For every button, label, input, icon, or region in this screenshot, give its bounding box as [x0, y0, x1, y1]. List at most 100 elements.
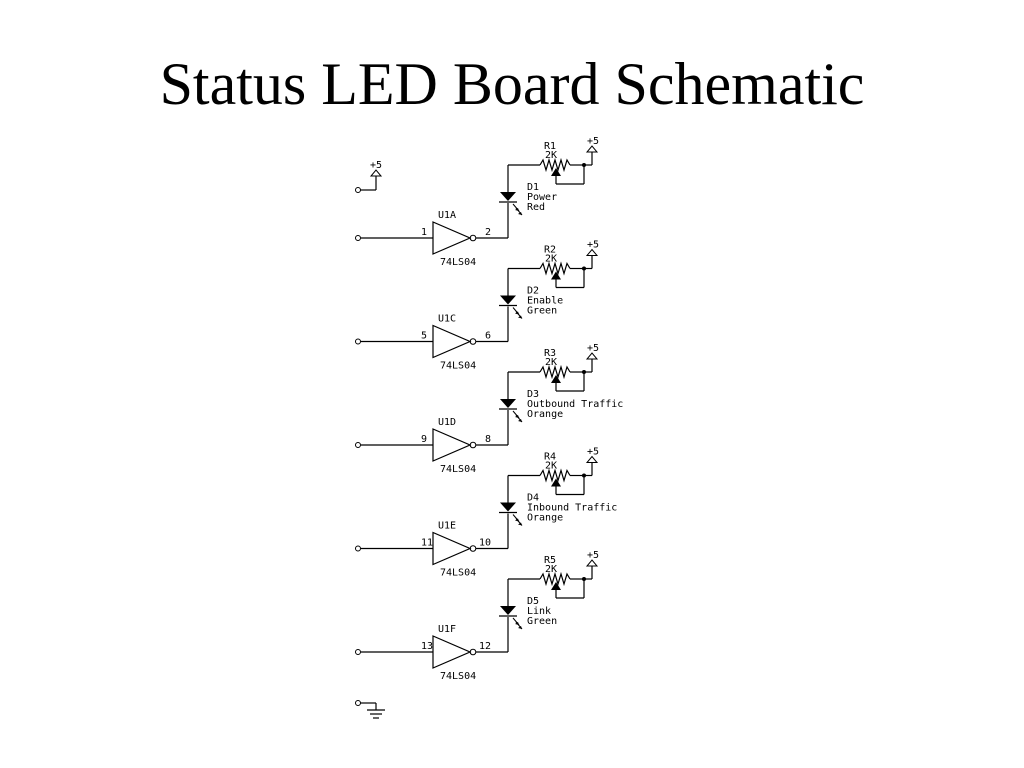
resistor-icon [539, 468, 571, 483]
resistor-value: 2K [545, 461, 557, 472]
resistor-icon [539, 157, 571, 173]
led-description: Link [527, 606, 551, 617]
gate-label: U1E [438, 521, 456, 532]
inverter-icon [432, 324, 472, 359]
emission-arrowhead [518, 522, 522, 526]
input-terminal [355, 649, 361, 655]
led-label: D5 [527, 596, 539, 607]
resistor-icon [539, 261, 571, 276]
resistor-value: 2K [545, 150, 557, 161]
emission-arrowhead [518, 626, 522, 629]
inverter-bubble [469, 441, 477, 449]
supply-terminal-label: +5 [370, 160, 382, 171]
led-description: Inbound Traffic [527, 503, 617, 514]
inverter-bubble [469, 338, 477, 345]
wiper-arrow [551, 168, 561, 176]
led-icon [500, 502, 516, 512]
emission-arrowhead [518, 315, 522, 319]
resistor-value: 2K [545, 357, 557, 368]
part-label: 74LS04 [440, 464, 476, 475]
part-label: 74LS04 [440, 257, 476, 268]
resistor-label: R3 [544, 348, 556, 359]
led-color: Red [527, 202, 545, 213]
resistor-label: R1 [544, 141, 556, 152]
supply-label: +5 [587, 550, 599, 561]
led-label: D2 [527, 286, 539, 297]
led-icon [500, 295, 516, 305]
led-description: Power [527, 192, 557, 203]
emission-arrowhead [515, 311, 519, 315]
resistor-label: R4 [544, 452, 556, 463]
resistor-label: R2 [544, 245, 556, 256]
inverter-icon [432, 221, 472, 255]
pin-out-label: 2 [485, 227, 491, 238]
inverter-bubble [469, 545, 477, 552]
part-label: 74LS04 [440, 568, 476, 579]
pin-in-label: 11 [421, 538, 433, 549]
resistor-value: 2K [545, 564, 557, 575]
gate-label: U1D [438, 417, 456, 428]
input-terminal [355, 338, 361, 345]
pin-out-label: 6 [485, 331, 491, 342]
emission-arrowhead [515, 518, 519, 522]
supply-label: +5 [587, 136, 599, 147]
emission-arrowhead [515, 208, 519, 211]
inverter-icon [432, 531, 472, 566]
input-terminal [355, 545, 361, 552]
input-terminal [355, 235, 361, 241]
inverter-icon [432, 635, 472, 669]
emission-arrowhead [518, 212, 522, 215]
ground-terminal [355, 700, 385, 719]
wiper-arrow [551, 271, 561, 280]
pin-out-label: 12 [479, 641, 491, 652]
wiper-arrow [551, 375, 561, 383]
supply-icon [585, 248, 599, 256]
led-color: Green [527, 616, 557, 627]
emission-arrowhead [515, 415, 519, 418]
inverter-icon [432, 428, 472, 462]
pin-in-label: 5 [421, 331, 427, 342]
led-color: Orange [527, 409, 563, 420]
supply-icon [585, 455, 599, 463]
supply-icon [585, 559, 599, 567]
inverter-bubble [469, 648, 477, 656]
pin-out-label: 10 [479, 538, 491, 549]
emission-arrowhead [518, 419, 522, 422]
led-label: D4 [527, 493, 539, 504]
gate-label: U1A [438, 210, 456, 221]
resistor-label: R5 [544, 555, 556, 566]
led-color: Orange [527, 513, 563, 524]
wiper-arrow [551, 582, 561, 590]
resistor-icon [539, 571, 571, 587]
led-icon [500, 192, 516, 201]
supply-label: +5 [587, 343, 599, 354]
supply-icon [585, 352, 599, 360]
supply-icon [585, 145, 599, 153]
pin-in-label: 1 [421, 227, 427, 238]
slide-title: Status LED Board Schematic [159, 51, 865, 117]
part-label: 74LS04 [440, 361, 476, 372]
emission-arrowhead [515, 622, 519, 625]
inverter-bubble [469, 234, 477, 242]
led-icon [500, 606, 516, 615]
led-icon [500, 399, 516, 408]
supply-label: +5 [587, 240, 599, 251]
gate-label: U1F [438, 624, 456, 635]
led-description: Outbound Traffic [527, 399, 623, 410]
part-label: 74LS04 [440, 671, 476, 682]
gate-label: U1C [438, 314, 456, 325]
resistor-value: 2K [545, 254, 557, 265]
input-terminal [355, 442, 361, 448]
pin-out-label: 8 [485, 434, 491, 445]
resistor-icon [539, 364, 571, 380]
supply-label: +5 [587, 447, 599, 458]
pin-in-label: 13 [421, 641, 433, 652]
led-label: D1 [527, 182, 539, 193]
wiper-arrow [551, 478, 561, 487]
